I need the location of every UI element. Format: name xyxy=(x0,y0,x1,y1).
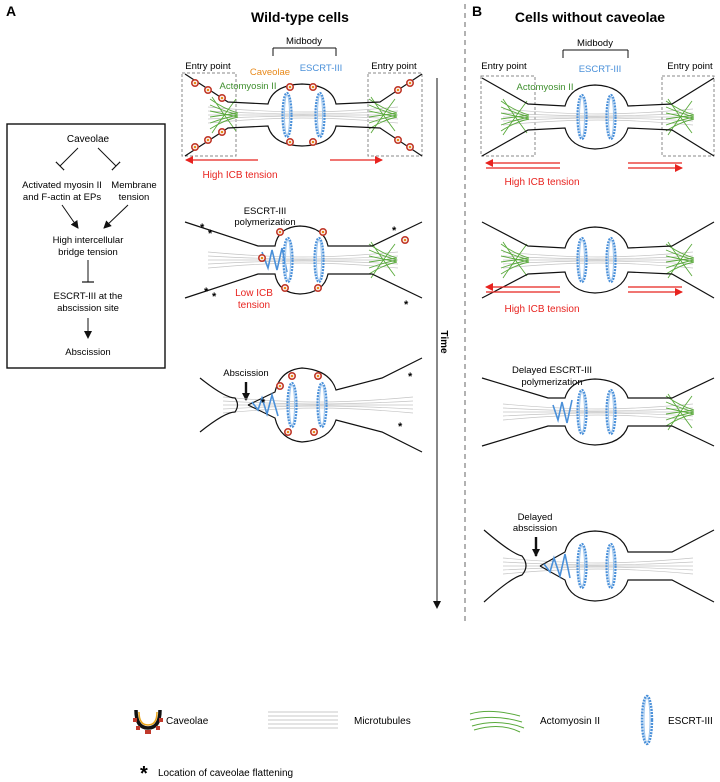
asterisk: * xyxy=(392,225,397,237)
wt-entry-box-right xyxy=(367,72,423,157)
wt-stage-2: ESCRT-III polymerization * * * * * * Low… xyxy=(184,206,423,311)
panel-a-title: Wild-type cells xyxy=(251,9,349,25)
ko-stage-2: High ICB tension xyxy=(481,221,715,315)
ko-entry-right-label: Entry point xyxy=(667,61,713,72)
legend-actomyosin-label: Actomyosin II xyxy=(540,716,600,727)
wt-escrt-spiral-2 xyxy=(261,247,288,273)
wt-stage-1: Midbody Entry point Entry point Caveolae… xyxy=(181,36,423,181)
pathway-box: Caveolae Activated myosin II and F-actin… xyxy=(6,123,166,369)
panel-a-letter: A xyxy=(6,3,16,19)
ko-entry-box-left xyxy=(480,75,536,157)
ko-cut-end xyxy=(483,529,527,603)
ko-actomyosin-label: Actomyosin II xyxy=(516,82,573,93)
wt-membrane-top-2 xyxy=(184,221,423,247)
ko-delayed-abs-1: Delayed xyxy=(518,512,553,523)
ko-stage-4: Delayed abscission xyxy=(483,512,715,603)
ko-membrane-top-3 xyxy=(481,377,715,399)
pathway-tension-2: bridge tension xyxy=(58,247,118,258)
ko-membrane-bottom-2 xyxy=(481,271,715,299)
asterisk: * xyxy=(404,299,409,311)
ko-escrt-spiral-3 xyxy=(552,399,573,424)
wt-escrt-poly-1: ESCRT-III xyxy=(244,206,287,217)
asterisk: * xyxy=(212,291,217,303)
asterisk: * xyxy=(408,371,413,383)
ko-membrane-top-1 xyxy=(481,77,715,107)
ko-delayed-abs-2: abscission xyxy=(513,523,557,534)
wt-membrane-top-1 xyxy=(184,73,423,105)
legend-escrt-icon xyxy=(640,694,654,746)
ko-stage-1: Midbody Entry point Entry point ESCRT-II… xyxy=(480,38,715,188)
wt-low-tension-2: tension xyxy=(238,300,270,311)
pathway-escrt-2: abscission site xyxy=(57,303,119,314)
legend: Caveolae Microtubules Actomyosin II ESCR… xyxy=(133,694,713,782)
ko-entry-box-right xyxy=(661,75,715,157)
asterisk: * xyxy=(208,228,213,240)
pathway-myosin-1: Activated myosin II xyxy=(22,180,102,191)
wt-abscission-label: Abscission xyxy=(223,368,268,379)
wt-midbody-label: Midbody xyxy=(286,36,322,47)
ko-membrane-top-2 xyxy=(481,221,715,249)
time-label: Time xyxy=(438,330,449,354)
legend-asterisk-label: Location of caveolae flattening xyxy=(158,768,293,779)
legend-microtubules-icon xyxy=(268,711,338,729)
wt-escrt-spiral-3 xyxy=(251,391,279,417)
ko-high-tension-2: High ICB tension xyxy=(504,304,579,315)
ko-escrt-label: ESCRT-III xyxy=(579,64,622,75)
ko-membrane-bottom-4 xyxy=(539,565,715,603)
arrow-membrane-tension xyxy=(103,204,129,229)
pathway-escrt-1: ESCRT-III at the xyxy=(54,291,123,302)
ko-membrane-top-4 xyxy=(539,529,715,567)
ko-stage-3: Delayed ESCRT-III polymerization xyxy=(481,365,715,447)
ko-delayed-2: polymerization xyxy=(521,377,582,388)
ko-delayed-1: Delayed ESCRT-III xyxy=(512,365,592,376)
pathway-tension-1: High intercellular xyxy=(53,235,124,246)
ko-membrane-bottom-1 xyxy=(481,127,715,157)
wt-caveolae-label: Caveolae xyxy=(250,67,290,78)
wt-membrane-bottom-3 xyxy=(247,404,423,453)
inhibit-arrow-myosin xyxy=(55,147,79,171)
legend-microtubules-label: Microtubules xyxy=(354,716,411,727)
pathway-caveolae: Caveolae xyxy=(67,134,110,145)
wt-entry-left-label: Entry point xyxy=(185,61,231,72)
ko-high-tension-1: High ICB tension xyxy=(504,177,579,188)
wt-actomyosin-label: Actomyosin II xyxy=(219,81,276,92)
panel-b-letter: B xyxy=(472,3,482,19)
wt-membrane-bottom-2 xyxy=(184,273,423,299)
legend-caveolae-label: Caveolae xyxy=(166,716,209,727)
pathway-membrane-1: Membrane xyxy=(111,180,156,191)
asterisk: * xyxy=(261,397,266,409)
wt-escrt-label: ESCRT-III xyxy=(300,63,343,74)
pathway-membrane-2: tension xyxy=(119,192,150,203)
wt-membrane-top-3 xyxy=(247,357,423,406)
wt-high-tension-label: High ICB tension xyxy=(202,170,277,181)
wt-membrane-bottom-1 xyxy=(184,125,423,157)
asterisk: * xyxy=(398,421,403,433)
wt-cut-end xyxy=(199,377,239,433)
ko-membrane-bottom-3 xyxy=(481,425,715,447)
ko-entry-left-label: Entry point xyxy=(481,61,527,72)
legend-caveolae-icon xyxy=(133,709,163,734)
arrow-myosin-tension xyxy=(61,204,79,229)
wt-entry-right-label: Entry point xyxy=(371,61,417,72)
wt-stage-3: Abscission * * * xyxy=(199,357,423,453)
ko-midbody-label: Midbody xyxy=(577,38,613,49)
wt-low-tension-1: Low ICB xyxy=(235,288,273,299)
pathway-abscission: Abscission xyxy=(65,347,110,358)
asterisk: * xyxy=(200,222,205,234)
ko-escrt-spiral-4 xyxy=(543,553,571,579)
inhibit-arrow-membrane xyxy=(97,147,121,171)
legend-asterisk: * xyxy=(140,763,148,782)
wt-escrt-poly-2: polymerization xyxy=(234,217,295,228)
legend-actomyosin-icon xyxy=(469,710,525,733)
legend-escrt-label: ESCRT-III xyxy=(668,716,713,727)
pathway-myosin-2: and F-actin at EPs xyxy=(23,192,101,203)
panel-b-title: Cells without caveolae xyxy=(515,9,665,25)
asterisk: * xyxy=(204,286,209,298)
